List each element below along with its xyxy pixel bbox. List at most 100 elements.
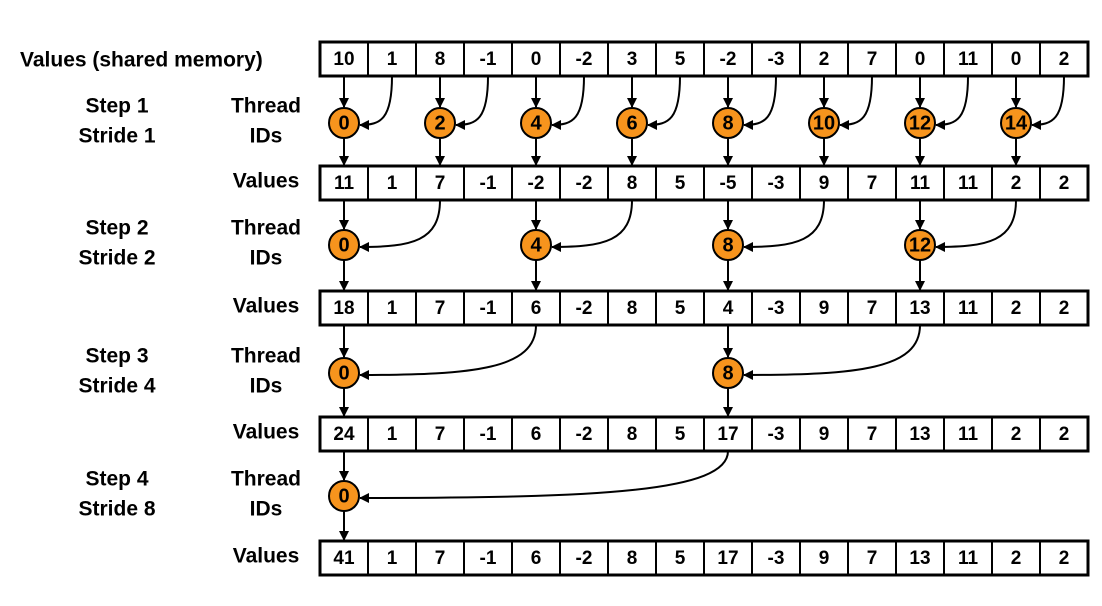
partner-arrow bbox=[743, 75, 777, 130]
value-cell: 7 bbox=[435, 424, 446, 445]
value-cell: -3 bbox=[768, 173, 785, 194]
value-cell: 9 bbox=[819, 548, 830, 569]
step-label: Step 3 bbox=[85, 345, 148, 368]
value-cell: 7 bbox=[867, 49, 878, 70]
value-cell: -2 bbox=[576, 298, 593, 319]
value-cell: 6 bbox=[531, 298, 542, 319]
stride-label: Stride 8 bbox=[78, 498, 155, 521]
step-label: Step 2 bbox=[85, 217, 148, 240]
labels-layer: Values (shared memory) Step 1 Stride 1 Thre… bbox=[20, 49, 301, 568]
thread-id-label: 0 bbox=[338, 234, 349, 256]
value-cell: 8 bbox=[435, 49, 446, 70]
thread-label: Thread bbox=[231, 468, 301, 491]
ids-label: IDs bbox=[250, 498, 283, 521]
ids-label: IDs bbox=[250, 375, 283, 398]
value-cell: 7 bbox=[435, 298, 446, 319]
thread-node bbox=[520, 229, 552, 261]
thread-node bbox=[328, 107, 360, 139]
partner-arrow bbox=[935, 199, 1017, 252]
thread-node bbox=[616, 107, 648, 139]
thread-id-label: 0 bbox=[338, 485, 349, 507]
value-cell: 2 bbox=[1059, 173, 1070, 194]
value-cell: -2 bbox=[720, 49, 737, 70]
value-cell: 11 bbox=[958, 424, 979, 445]
values-label: Values bbox=[233, 170, 300, 193]
partner-arrow bbox=[359, 75, 393, 130]
value-cell: -2 bbox=[576, 548, 593, 569]
value-cell: 9 bbox=[819, 173, 830, 194]
value-cell: -3 bbox=[768, 424, 785, 445]
value-cell: 17 bbox=[717, 548, 738, 569]
thread-id-label: 14 bbox=[1005, 112, 1028, 134]
thread-node bbox=[328, 480, 360, 512]
stride-label: Stride 1 bbox=[78, 125, 155, 148]
value-cell: -1 bbox=[480, 424, 497, 445]
value-cell: 0 bbox=[1011, 49, 1022, 70]
shared-memory-label: Values (shared memory) bbox=[20, 49, 263, 72]
value-cell: -3 bbox=[768, 49, 785, 70]
partner-arrow bbox=[551, 199, 633, 252]
value-cell: 11 bbox=[958, 49, 979, 70]
value-cell: -2 bbox=[576, 49, 593, 70]
thread-node bbox=[904, 107, 936, 139]
thread-id-label: 10 bbox=[813, 112, 835, 134]
value-cell: 17 bbox=[717, 424, 738, 445]
value-cell: 5 bbox=[675, 49, 686, 70]
value-cell: -1 bbox=[480, 298, 497, 319]
partner-arrow bbox=[551, 75, 585, 130]
thread-id-label: 8 bbox=[722, 234, 733, 256]
value-cell: 1 bbox=[387, 173, 398, 194]
value-cell: 3 bbox=[627, 49, 638, 70]
value-cell: 7 bbox=[867, 424, 878, 445]
value-cell: 13 bbox=[909, 424, 930, 445]
value-cell: 9 bbox=[819, 298, 830, 319]
value-cell: 2 bbox=[1011, 548, 1022, 569]
thread-node bbox=[904, 229, 936, 261]
value-cell: -1 bbox=[480, 173, 497, 194]
ids-label: IDs bbox=[250, 247, 283, 270]
partner-arrow bbox=[359, 199, 441, 252]
thread-id-label: 8 bbox=[722, 112, 733, 134]
value-cell: 0 bbox=[915, 49, 926, 70]
thread-node bbox=[328, 357, 360, 389]
thread-id-label: 0 bbox=[338, 362, 349, 384]
value-cell: -1 bbox=[480, 548, 497, 569]
value-cell: 7 bbox=[867, 173, 878, 194]
value-cell: 11 bbox=[958, 173, 979, 194]
value-cell: 6 bbox=[531, 424, 542, 445]
partner-arrow bbox=[743, 199, 825, 252]
value-cell: 1 bbox=[387, 298, 398, 319]
value-cell: 11 bbox=[910, 173, 931, 194]
value-cell: 6 bbox=[531, 548, 542, 569]
value-cell: 11 bbox=[334, 173, 355, 194]
stride-label: Stride 2 bbox=[78, 247, 155, 270]
partner-arrow bbox=[359, 324, 537, 380]
value-cell: 1 bbox=[387, 49, 398, 70]
value-cell: 1 bbox=[387, 424, 398, 445]
value-cell: -5 bbox=[720, 173, 737, 194]
value-cell: 1 bbox=[387, 548, 398, 569]
value-cell: -2 bbox=[576, 424, 593, 445]
thread-id-label: 12 bbox=[909, 234, 931, 256]
thread-label: Thread bbox=[231, 217, 301, 240]
value-cell: 13 bbox=[909, 548, 930, 569]
partner-arrow bbox=[935, 75, 969, 130]
value-cell: 5 bbox=[675, 548, 686, 569]
stride-label: Stride 4 bbox=[78, 375, 155, 398]
value-cell: 7 bbox=[867, 548, 878, 569]
thread-id-label: 8 bbox=[722, 362, 733, 384]
thread-id-label: 6 bbox=[626, 112, 637, 134]
value-cell: 5 bbox=[675, 173, 686, 194]
value-cell: 4 bbox=[723, 298, 734, 319]
value-cell: 7 bbox=[435, 173, 446, 194]
value-cell: -2 bbox=[528, 173, 545, 194]
step-label: Step 1 bbox=[85, 95, 148, 118]
thread-id-label: 4 bbox=[530, 234, 542, 256]
partner-arrow bbox=[647, 75, 681, 130]
ids-label: IDs bbox=[250, 125, 283, 148]
value-cell: 2 bbox=[1059, 298, 1070, 319]
value-cell: -2 bbox=[576, 173, 593, 194]
